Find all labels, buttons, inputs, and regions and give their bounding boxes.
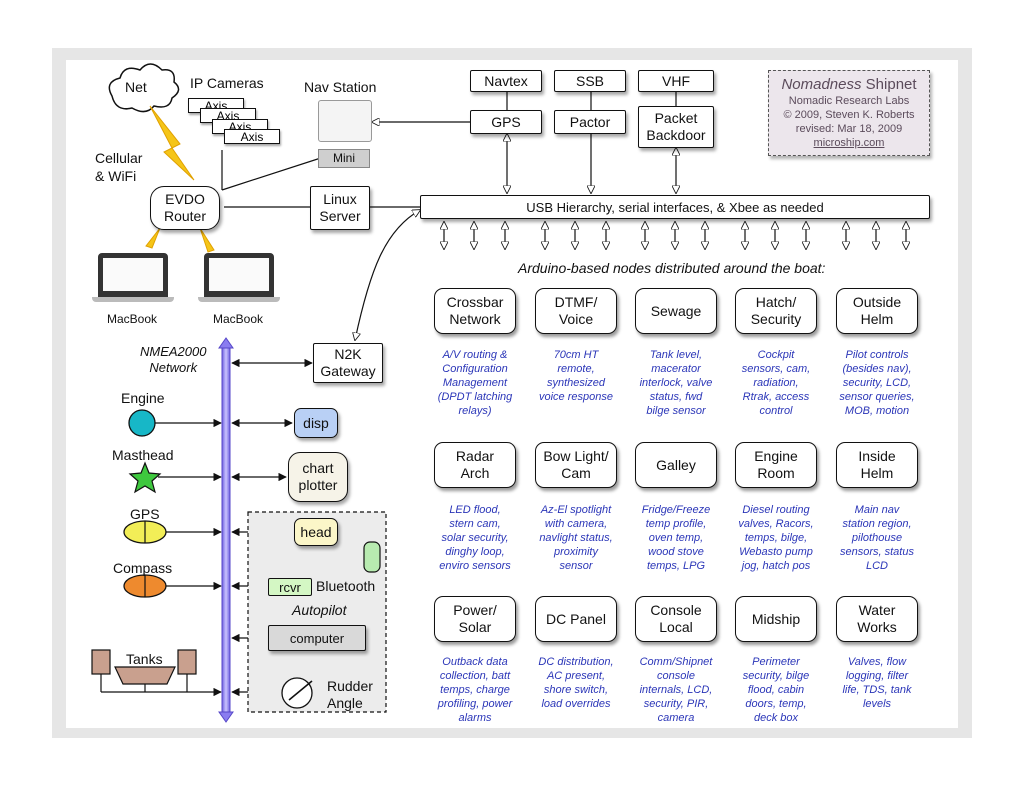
navtex-box[interactable]: Navtex — [470, 70, 542, 92]
mini-label: Mini — [318, 149, 370, 168]
macbook-label: MacBook — [107, 312, 158, 326]
imac-icon — [318, 100, 372, 142]
pactor-box[interactable]: Pactor — [554, 110, 626, 134]
disp-box[interactable]: disp — [294, 408, 338, 438]
node-power-solar[interactable]: Power/Solar — [434, 596, 516, 642]
credit-url-link[interactable]: microship.com — [813, 137, 885, 149]
usb-port-arrows — [444, 222, 906, 249]
gps-label: GPS — [130, 506, 160, 522]
ip-cameras-label: IP Cameras — [190, 75, 264, 91]
node-midship[interactable]: Midship — [735, 596, 817, 642]
tank-icon — [177, 649, 197, 675]
nav-station-label: Nav Station — [304, 79, 377, 95]
macbook-label: MacBook — [213, 312, 264, 326]
net-label: Net — [125, 79, 147, 95]
credit-title: Nomadness Shipnet — [781, 76, 917, 93]
node-galley[interactable]: Galley — [635, 442, 717, 488]
credit-copyright: © 2009, Steven K. Roberts — [783, 109, 915, 121]
rcvr-box[interactable]: rcvr — [268, 578, 312, 596]
masthead-label: Masthead — [112, 447, 174, 463]
node-dtmf-voice[interactable]: DTMF/Voice — [535, 288, 617, 334]
bluetooth-dongle-icon — [363, 541, 381, 573]
gps-box[interactable]: GPS — [470, 110, 542, 134]
nmea2000-bus — [221, 344, 231, 716]
vhf-box[interactable]: VHF — [638, 70, 714, 92]
bluetooth-label: Bluetooth — [316, 578, 376, 594]
usb-hierarchy-bar[interactable]: USB Hierarchy, serial interfaces, & Xbee… — [420, 195, 930, 219]
masthead-star-icon — [128, 461, 162, 494]
node-sewage[interactable]: Sewage — [635, 288, 717, 334]
credit-box: Nomadness Shipnet Nomadic Research Labs … — [768, 70, 930, 156]
credit-org: Nomadic Research Labs — [788, 95, 910, 107]
node-description: DC distribution,AC present,shore switch,… — [538, 656, 614, 710]
credit-revised: revised: Mar 18, 2009 — [795, 123, 903, 135]
node-description: Pilot controls(besides nav),security, LC… — [839, 349, 915, 417]
tank-icon — [114, 666, 176, 685]
macbook-icon — [204, 253, 274, 297]
macbook-base — [92, 297, 174, 302]
net-cloud-icon — [108, 63, 180, 113]
autopilot-label: Autopilot — [292, 602, 347, 618]
macbook-base — [198, 297, 280, 302]
tank-icon — [91, 649, 111, 675]
computer-box[interactable]: computer — [268, 625, 366, 651]
head-box[interactable]: head — [294, 518, 338, 546]
compass-label: Compass — [113, 560, 173, 576]
ssb-box[interactable]: SSB — [554, 70, 626, 92]
node-description: LED flood,stern cam,solar security,dingh… — [439, 504, 511, 572]
lightning-icon — [145, 227, 161, 249]
node-dc-panel[interactable]: DC Panel — [535, 596, 617, 642]
lightning-icon — [199, 227, 215, 253]
engine-label: Engine — [121, 390, 165, 406]
node-hatch-security[interactable]: Hatch/Security — [735, 288, 817, 334]
lightning-icon — [149, 105, 195, 181]
arduino-caption: Arduino-based nodes distributed around t… — [518, 260, 826, 276]
macbook-icon — [98, 253, 168, 297]
node-bow-light-cam[interactable]: Bow Light/Cam — [535, 442, 617, 488]
tanks-label: Tanks — [126, 651, 163, 667]
engine-sensor-icon — [128, 409, 156, 437]
axis-camera: Axis — [224, 129, 280, 144]
cellular-label: Cellular& WiFi — [95, 150, 143, 184]
